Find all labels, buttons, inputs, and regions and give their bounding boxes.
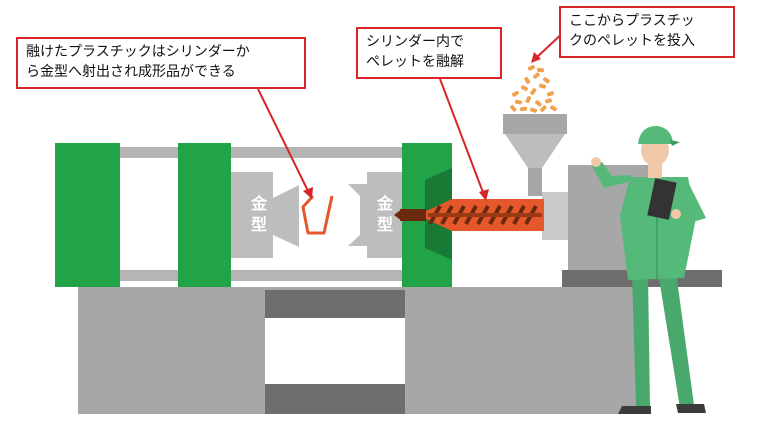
machine-base	[78, 287, 643, 414]
mold-label-left: 金 型	[251, 193, 267, 235]
callout-pellet-input-line2: クのペレットを投入	[569, 33, 695, 49]
callout-cylinder-melting-line2: ペレットを融解	[366, 54, 464, 70]
callout-mold-injection-line1: 融けたプラスチックはシリンダーか	[26, 44, 250, 60]
callout-arrows	[257, 29, 567, 201]
tie-bars	[102, 147, 402, 281]
worker-figure	[591, 126, 706, 414]
moving-platen	[178, 143, 231, 287]
mold-label-left-char1: 金	[251, 194, 268, 213]
hopper	[503, 114, 567, 196]
mold-label-right-char2: 型	[377, 215, 394, 234]
callout-pellet-input: ここからプラスチッ クのペレットを投入	[559, 6, 735, 58]
callout-mold-injection-line2: ら金型へ射出され成形品ができる	[26, 64, 236, 80]
injection-cylinder	[394, 199, 544, 231]
callout-pellet-input-line1: ここからプラスチッ	[569, 13, 695, 29]
mold-label-right: 金 型	[377, 193, 393, 235]
right-mold	[348, 172, 402, 258]
callout-cylinder-melting: シリンダー内で ペレットを融解	[356, 27, 502, 79]
plastic-pellets	[510, 64, 557, 113]
callout-mold-injection: 融けたプラスチックはシリンダーか ら金型へ射出され成形品ができる	[16, 37, 306, 89]
mold-label-right-char1: 金	[377, 194, 394, 213]
molded-part	[301, 194, 334, 235]
callout-cylinder-melting-line1: シリンダー内で	[366, 34, 464, 50]
left-mold	[231, 172, 299, 258]
rear-platen	[55, 143, 120, 287]
mold-label-left-char2: 型	[251, 215, 268, 234]
